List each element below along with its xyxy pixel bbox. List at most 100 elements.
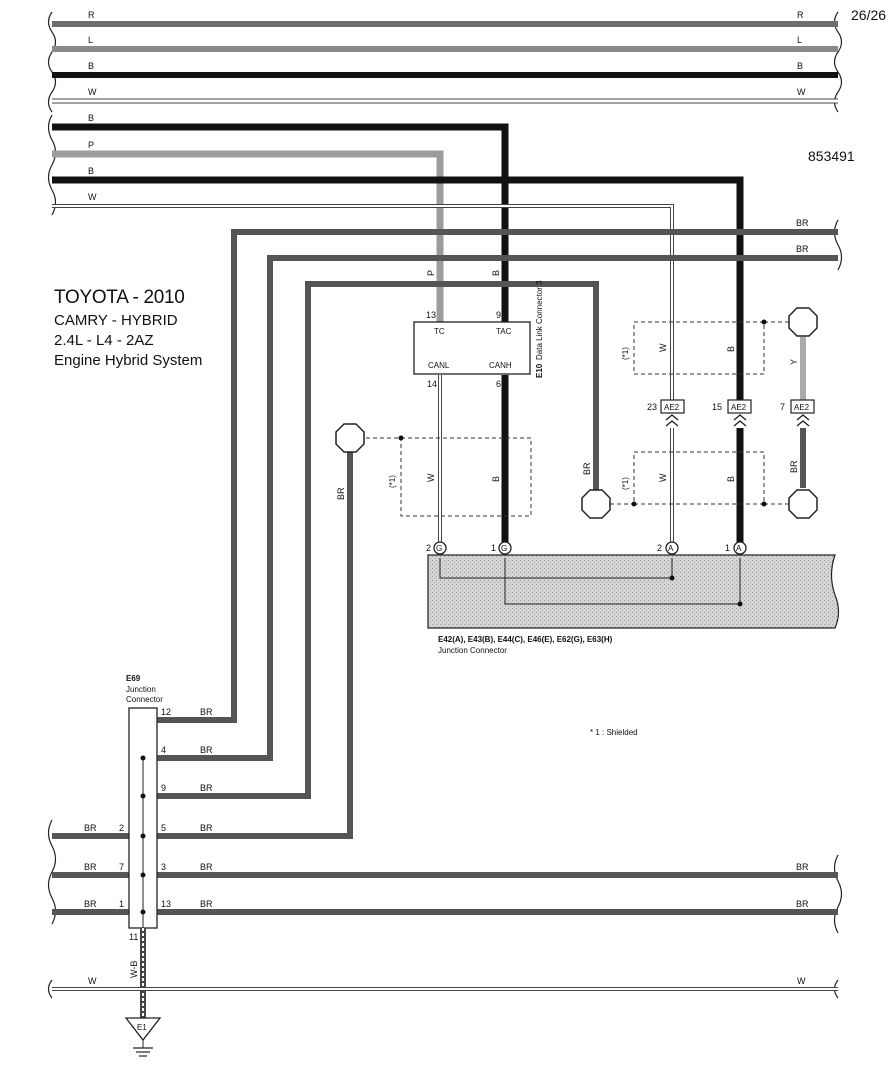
shield-dashed-box-upper — [633, 321, 765, 375]
model-title: CAMRY - HYBRID — [54, 312, 178, 329]
junction-pin-letter-a1: A — [736, 544, 742, 553]
e69-dot-4 — [140, 755, 146, 761]
wire-br-pin5 — [157, 450, 353, 839]
e69-pin-12: 12 — [161, 707, 171, 717]
e69-junction-connector: E69 Junction Connector 12 4 9 5 3 13 2 7… — [47, 674, 843, 942]
e69-dot-13 — [140, 909, 146, 915]
junction-pin-circle-g2 — [433, 541, 447, 555]
e69-dot-3 — [140, 872, 146, 878]
ae2-box-7 — [790, 399, 815, 414]
e10-tc-label: TC — [434, 327, 445, 336]
wire-p-tc — [52, 150, 444, 322]
e69-pin-13: 13 — [161, 899, 171, 909]
junction-pin-num-a1: 1 — [725, 543, 730, 553]
junction-pin-letter-g2: G — [436, 544, 442, 553]
wire-w-ae2-23 — [52, 205, 673, 400]
wire-label-w-bottom-left: W — [88, 976, 97, 986]
right-break-mark-br — [833, 219, 843, 271]
wire-label-b-shield-left: B — [491, 476, 501, 482]
junction-pin-num-g1: 1 — [491, 543, 496, 553]
wire-label-br-1-left: BR — [84, 899, 97, 909]
wire-label-br-13-right: BR — [796, 899, 809, 909]
wire-label-l-left: L — [88, 35, 93, 45]
ae2-label-15: AE2 — [731, 403, 747, 412]
ae2-box-15 — [727, 399, 752, 414]
ground-octagon-lower-right — [788, 489, 818, 519]
e69-pin-2: 2 — [119, 823, 124, 833]
junction-connector-block: G 2 G 1 A 2 A 1 E42(A), E43(B), E44(C), … — [426, 541, 840, 655]
e10-pin-13: 13 — [426, 310, 436, 320]
wire-label-b1: B — [88, 113, 94, 123]
e69-id: E69 — [126, 674, 141, 683]
e10-id: E10 — [535, 363, 544, 378]
junction-connector-body — [427, 554, 840, 629]
ae2-label-7: AE2 — [794, 403, 810, 412]
e69-name-line2: Connector — [126, 695, 163, 704]
junction-bridge-w — [439, 558, 673, 579]
wire-label-b2: B — [88, 166, 94, 176]
right-break-mark-top — [833, 11, 843, 113]
left-break-mark-mid — [47, 114, 57, 216]
e69-pin-3: 3 — [161, 862, 166, 872]
shield-mark-lower: (*1) — [621, 477, 630, 490]
e10-tac-label: TAC — [496, 327, 512, 336]
e69-name-line1: Junction — [126, 685, 156, 694]
e10-pin-9: 9 — [496, 310, 501, 320]
wire-label-w-bottom-right: W — [797, 976, 806, 986]
wire-br-pin12 — [157, 229, 838, 723]
e69-pin-4: 4 — [161, 745, 166, 755]
wire-label-r-right: R — [797, 10, 804, 20]
e10-pin-6: 6 — [496, 379, 501, 389]
e69-pin-7: 7 — [119, 862, 124, 872]
e69-dot-5 — [140, 833, 146, 839]
wire-label-br-13: BR — [200, 899, 213, 909]
junction-pin-num-g2: 2 — [426, 543, 431, 553]
wire-label-w-lower: W — [658, 473, 668, 482]
e10-box — [413, 321, 531, 375]
ae2-chevron-7 — [796, 414, 810, 427]
shield-mark-left: (*1) — [388, 475, 397, 488]
e69-pin-11: 11 — [129, 932, 138, 942]
junction-connector-ids: E42(A), E43(B), E44(C), E46(E), E62(G), … — [438, 635, 613, 644]
wire-label-b-right: B — [797, 61, 803, 71]
wire-label-b-left: B — [88, 61, 94, 71]
wire-label-br-9: BR — [200, 783, 213, 793]
junction-pin-letter-a2: A — [668, 544, 674, 553]
e69-pin-1: 1 — [119, 899, 124, 909]
diagram-id: 853491 — [808, 148, 855, 164]
e10-canl-label: CANL — [428, 361, 450, 370]
wire-label-br-2-left: BR — [84, 823, 97, 833]
shield-block-left: (*1) W B — [335, 423, 532, 517]
system-title: Engine Hybrid System — [54, 352, 203, 369]
shield-junction-dot-lower-left — [631, 501, 637, 507]
shield-dashed-box-lower — [633, 451, 765, 505]
wire-br-pin4 — [157, 255, 838, 761]
wire-label-br-ae2: BR — [789, 460, 799, 473]
wire-label-b-upper: B — [726, 346, 736, 352]
shield-junction-dot-left — [398, 435, 404, 441]
shield-mark-upper: (*1) — [621, 347, 630, 360]
wire-label-br-vertical-mid: BR — [582, 462, 592, 475]
e10-canh-label: CANH — [489, 361, 512, 370]
wire-label-l-right: L — [797, 35, 802, 45]
e10-pin-14: 14 — [427, 379, 437, 389]
wire-label-br-right1: BR — [796, 218, 809, 228]
wire-label-br-3: BR — [200, 862, 213, 872]
junction-bridge-b — [504, 558, 741, 605]
ae2-chevron-15 — [733, 414, 747, 427]
ground-octagon-lower-mid — [581, 489, 611, 519]
engine-title: 2.4L - L4 - 2AZ — [54, 332, 154, 349]
wire-br-pin9 — [157, 281, 599, 799]
ae2-pin-23: 23 — [647, 402, 657, 412]
right-break-mark-bottom — [833, 854, 843, 934]
e69-dot-9 — [140, 793, 146, 799]
ae2-chevron-23 — [665, 414, 679, 427]
shield-dashed-box-left — [400, 437, 532, 517]
wire-label-b-lower: B — [726, 476, 736, 482]
ae2-pin-7: 7 — [780, 402, 785, 412]
junction-pin-circle-g1 — [498, 541, 512, 555]
junction-connector-name: Junction Connector — [438, 646, 507, 655]
wire-label-br-right2: BR — [796, 244, 809, 254]
ground-triangle — [124, 1017, 162, 1042]
left-break-mark-top — [47, 11, 57, 113]
